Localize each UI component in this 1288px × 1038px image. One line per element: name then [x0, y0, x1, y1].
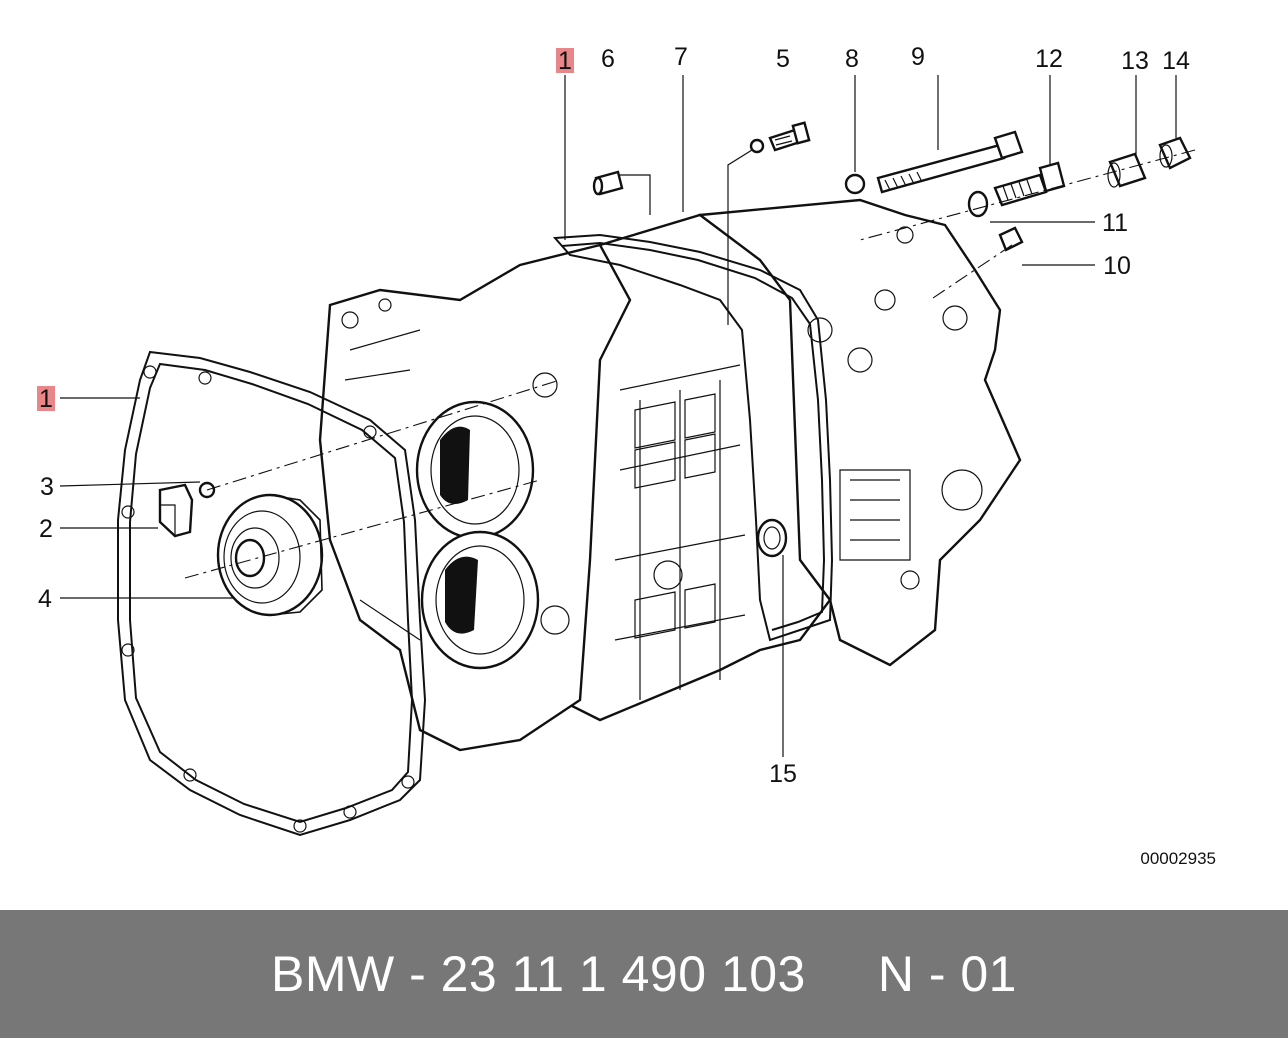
- bolt-with-washer: [749, 121, 811, 154]
- washer-8: [844, 173, 866, 195]
- part-number-footer: BMW - 23 11 1 490 103 N - 01: [0, 910, 1288, 1038]
- callout-11: 11: [1102, 209, 1128, 237]
- callout-10: 10: [1103, 252, 1131, 280]
- callout-15: 15: [769, 760, 797, 788]
- callout-14: 14: [1162, 47, 1190, 75]
- callout-4: 4: [38, 585, 52, 613]
- small-bracket: [158, 483, 194, 538]
- callout-labels: 1 6 7 5 8 9 12 13 14 11 10 1 3 2 4 15: [37, 43, 1190, 788]
- callout-1-left-highlight: [37, 386, 55, 411]
- callout-1-left: 1: [39, 385, 53, 413]
- dowel-pin: [592, 170, 624, 196]
- callout-5: 5: [776, 45, 790, 73]
- top-gasket: [552, 233, 834, 642]
- sealing-ring-11: [967, 190, 989, 218]
- leader-lines: [59, 75, 1177, 757]
- callout-12: 12: [1035, 45, 1063, 73]
- callout-7: 7: [674, 43, 688, 71]
- callout-1-top-highlight: [556, 48, 574, 73]
- long-bolt: [876, 130, 1024, 194]
- callout-13: 13: [1121, 47, 1149, 75]
- callout-8: 8: [845, 45, 859, 73]
- callout-3: 3: [40, 473, 54, 501]
- callout-2: 2: [39, 515, 53, 543]
- part-number-text: BMW - 23 11 1 490 103 N - 01: [271, 946, 1017, 1002]
- plug-screw: [993, 161, 1066, 207]
- nut-10: [998, 226, 1024, 252]
- callout-9: 9: [911, 43, 925, 71]
- image-reference-number: 00002935: [1140, 849, 1216, 868]
- front-gasket: [117, 350, 427, 837]
- exploded-parts-diagram: 1 6 7 5 8 9 12 13 14 11 10 1 3 2 4 15 00…: [37, 43, 1216, 868]
- callout-6: 6: [601, 45, 615, 73]
- cap-nut: [1158, 136, 1192, 170]
- callout-1-top: 1: [558, 47, 572, 75]
- shaft-seal: [756, 518, 788, 558]
- assembly-axis-lines: [184, 149, 1196, 579]
- ball-bearing: [216, 493, 324, 617]
- sleeve: [1107, 152, 1147, 188]
